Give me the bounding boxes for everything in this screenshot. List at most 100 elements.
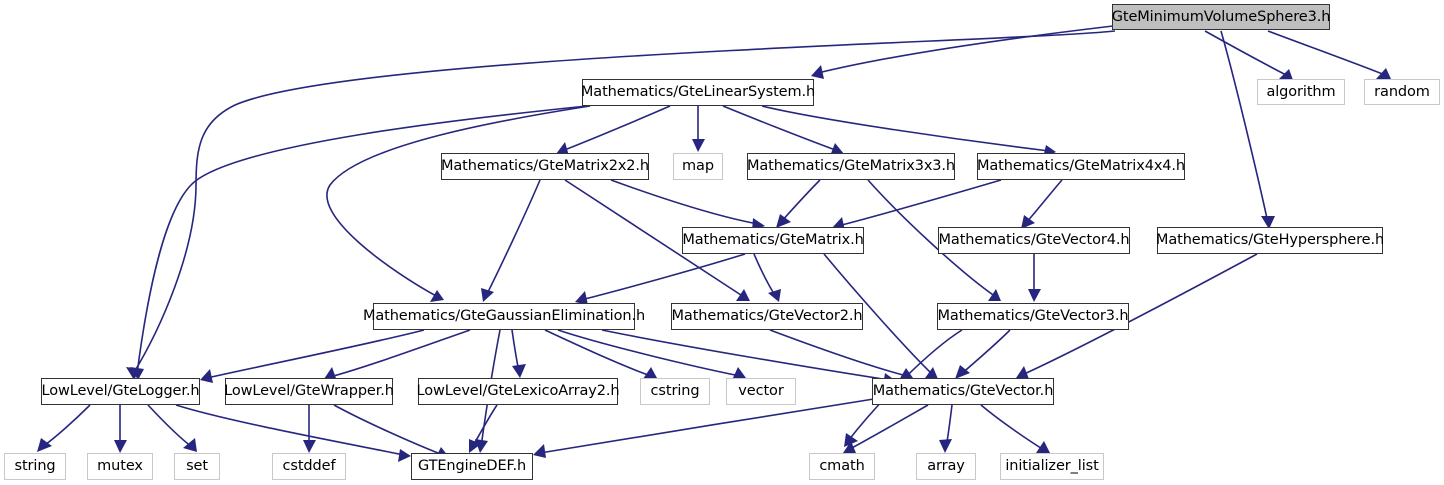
arrowhead-icon bbox=[430, 290, 444, 302]
edge-linsys-to-mat4x4 bbox=[761, 105, 1050, 152]
graph-node-mutex[interactable]: mutex bbox=[87, 453, 153, 480]
node-label: algorithm bbox=[1266, 83, 1336, 100]
graph-node-hypersphere[interactable]: Mathematics/GteHypersphere.h bbox=[1156, 227, 1384, 254]
graph-node-root[interactable]: GteMinimumVolumeSphere3.h bbox=[1112, 4, 1330, 30]
node-label: Mathematics/GteMatrix3x3.h bbox=[746, 158, 956, 175]
graph-node-cmath[interactable]: cmath bbox=[809, 453, 875, 480]
edge-gauss-to-cstring bbox=[544, 329, 652, 377]
edge-gauss-to-logger bbox=[206, 329, 425, 379]
graph-node-map[interactable]: map bbox=[673, 153, 723, 180]
graph-node-vector[interactable]: vector bbox=[726, 378, 796, 405]
edge-root-to-hypersphere bbox=[1220, 30, 1269, 224]
node-label: cmath bbox=[819, 458, 865, 475]
graph-node-wrapper[interactable]: LowLevel/GteWrapper.h bbox=[224, 378, 394, 405]
arrowhead-icon bbox=[1036, 441, 1050, 453]
graph-node-vector3[interactable]: Mathematics/GteVector3.h bbox=[937, 303, 1129, 330]
node-label: initializer_list bbox=[1005, 458, 1099, 475]
graph-node-vector4[interactable]: Mathematics/GteVector4.h bbox=[938, 227, 1130, 254]
arrowhead-icon bbox=[925, 367, 938, 379]
graph-node-vector2[interactable]: Mathematics/GteVector2.h bbox=[671, 303, 863, 330]
arrowhead-icon bbox=[481, 288, 494, 302]
edge-mat4x4-to-vector4 bbox=[1024, 179, 1063, 225]
node-label: array bbox=[927, 458, 965, 475]
node-label: LowLevel/GteLexicoArray2.h bbox=[416, 383, 620, 400]
graph-node-algorithm[interactable]: algorithm bbox=[1257, 79, 1345, 105]
arrowhead-icon bbox=[692, 139, 705, 152]
arrowhead-icon bbox=[811, 65, 824, 79]
node-label: Mathematics/GteVector3.h bbox=[937, 308, 1129, 325]
graph-node-cstring[interactable]: cstring bbox=[640, 378, 710, 405]
node-label: random bbox=[1374, 83, 1430, 100]
arrowhead-icon bbox=[324, 367, 337, 381]
edge-matrix-to-vector2 bbox=[753, 253, 777, 298]
edge-root-to-algorithm bbox=[1204, 30, 1289, 77]
arrowhead-icon bbox=[130, 367, 144, 380]
arrowhead-icon bbox=[37, 438, 52, 452]
edge-vectorh-to-gtengine bbox=[539, 397, 881, 454]
edge-hypersphere-to-vectorh bbox=[1021, 253, 1258, 376]
graph-node-cstddef[interactable]: cstddef bbox=[272, 453, 346, 480]
graph-node-gauss[interactable]: Mathematics/GteGaussianElimination.h bbox=[363, 303, 645, 330]
node-label: cstring bbox=[650, 383, 700, 400]
graph-node-gtengine[interactable]: GTEngineDEF.h bbox=[411, 453, 533, 480]
edge-linsys-to-gauss bbox=[326, 105, 591, 298]
node-label: Mathematics/GteVector2.h bbox=[671, 308, 863, 325]
graph-node-array[interactable]: array bbox=[916, 453, 976, 480]
arrowhead-icon bbox=[303, 440, 316, 453]
graph-node-vectorh[interactable]: Mathematics/GteVector.h bbox=[872, 378, 1054, 405]
graph-node-initlist[interactable]: initializer_list bbox=[1000, 453, 1104, 480]
arrowhead-icon bbox=[1376, 68, 1391, 79]
edge-linsys-to-logger bbox=[136, 105, 588, 375]
node-label: set bbox=[186, 458, 208, 475]
arrowhead-icon bbox=[768, 289, 781, 302]
graph-node-mat3x3[interactable]: Mathematics/GteMatrix3x3.h bbox=[747, 153, 955, 180]
graph-node-string[interactable]: string bbox=[4, 453, 66, 480]
node-label: Mathematics/GteHypersphere.h bbox=[1155, 232, 1385, 249]
edge-root-to-linsys bbox=[817, 25, 1114, 74]
edge-matrix-to-gauss bbox=[580, 253, 746, 301]
edge-mat4x4-to-matrix bbox=[837, 179, 1002, 227]
arrowhead-icon bbox=[556, 142, 569, 156]
graph-node-linsys[interactable]: Mathematics/GteLinearSystem.h bbox=[581, 79, 815, 106]
arrowhead-icon bbox=[776, 214, 791, 228]
node-label: mutex bbox=[97, 458, 143, 475]
arrowhead-icon bbox=[732, 367, 746, 380]
node-label: map bbox=[682, 158, 714, 175]
node-label: Mathematics/GteMatrix.h bbox=[682, 232, 864, 249]
node-label: LowLevel/GteLogger.h bbox=[41, 383, 200, 400]
arrowhead-icon bbox=[736, 289, 750, 301]
edge-logger-to-set bbox=[147, 404, 193, 448]
node-label: string bbox=[14, 458, 56, 475]
arrowhead-icon bbox=[575, 291, 588, 305]
arrowhead-icon bbox=[955, 365, 970, 379]
graph-node-random[interactable]: random bbox=[1364, 79, 1440, 105]
arrowhead-icon bbox=[1279, 69, 1293, 80]
arrowhead-icon bbox=[1016, 366, 1029, 379]
edge-root-to-random bbox=[1267, 30, 1386, 76]
arrowhead-icon bbox=[469, 439, 481, 453]
node-label: Mathematics/GteMatrix2x2.h bbox=[440, 158, 650, 175]
arrowhead-icon bbox=[114, 440, 127, 453]
arrowhead-icon bbox=[899, 368, 913, 380]
graph-node-set[interactable]: set bbox=[174, 453, 220, 480]
edge-gauss-to-vector bbox=[557, 329, 741, 377]
arrowhead-icon bbox=[183, 438, 197, 452]
edge-mat2x2-to-vector2 bbox=[564, 179, 745, 298]
arrowhead-icon bbox=[843, 441, 856, 453]
arrowhead-icon bbox=[830, 143, 844, 156]
graph-node-logger[interactable]: LowLevel/GteLogger.h bbox=[41, 378, 200, 405]
edge-wrapper-to-gtengine bbox=[333, 404, 444, 456]
graph-node-lexico[interactable]: LowLevel/GteLexicoArray2.h bbox=[417, 378, 620, 405]
graph-node-mat4x4[interactable]: Mathematics/GteMatrix4x4.h bbox=[977, 153, 1185, 180]
node-label: LowLevel/GteWrapper.h bbox=[224, 383, 394, 400]
edge-vectorh-to-cmath bbox=[847, 404, 929, 451]
edge-mat2x2-to-matrix bbox=[610, 179, 759, 225]
edge-matrix-to-vectorh bbox=[823, 253, 934, 376]
arrowhead-icon bbox=[1028, 289, 1041, 302]
arrowhead-icon bbox=[398, 449, 411, 462]
graph-node-matrix[interactable]: Mathematics/GteMatrix.h bbox=[682, 227, 864, 254]
edge-logger-to-string bbox=[41, 404, 91, 448]
graph-node-mat2x2[interactable]: Mathematics/GteMatrix2x2.h bbox=[441, 153, 649, 180]
arrowhead-icon bbox=[533, 444, 546, 458]
node-label: Mathematics/GteGaussianElimination.h bbox=[362, 308, 646, 325]
